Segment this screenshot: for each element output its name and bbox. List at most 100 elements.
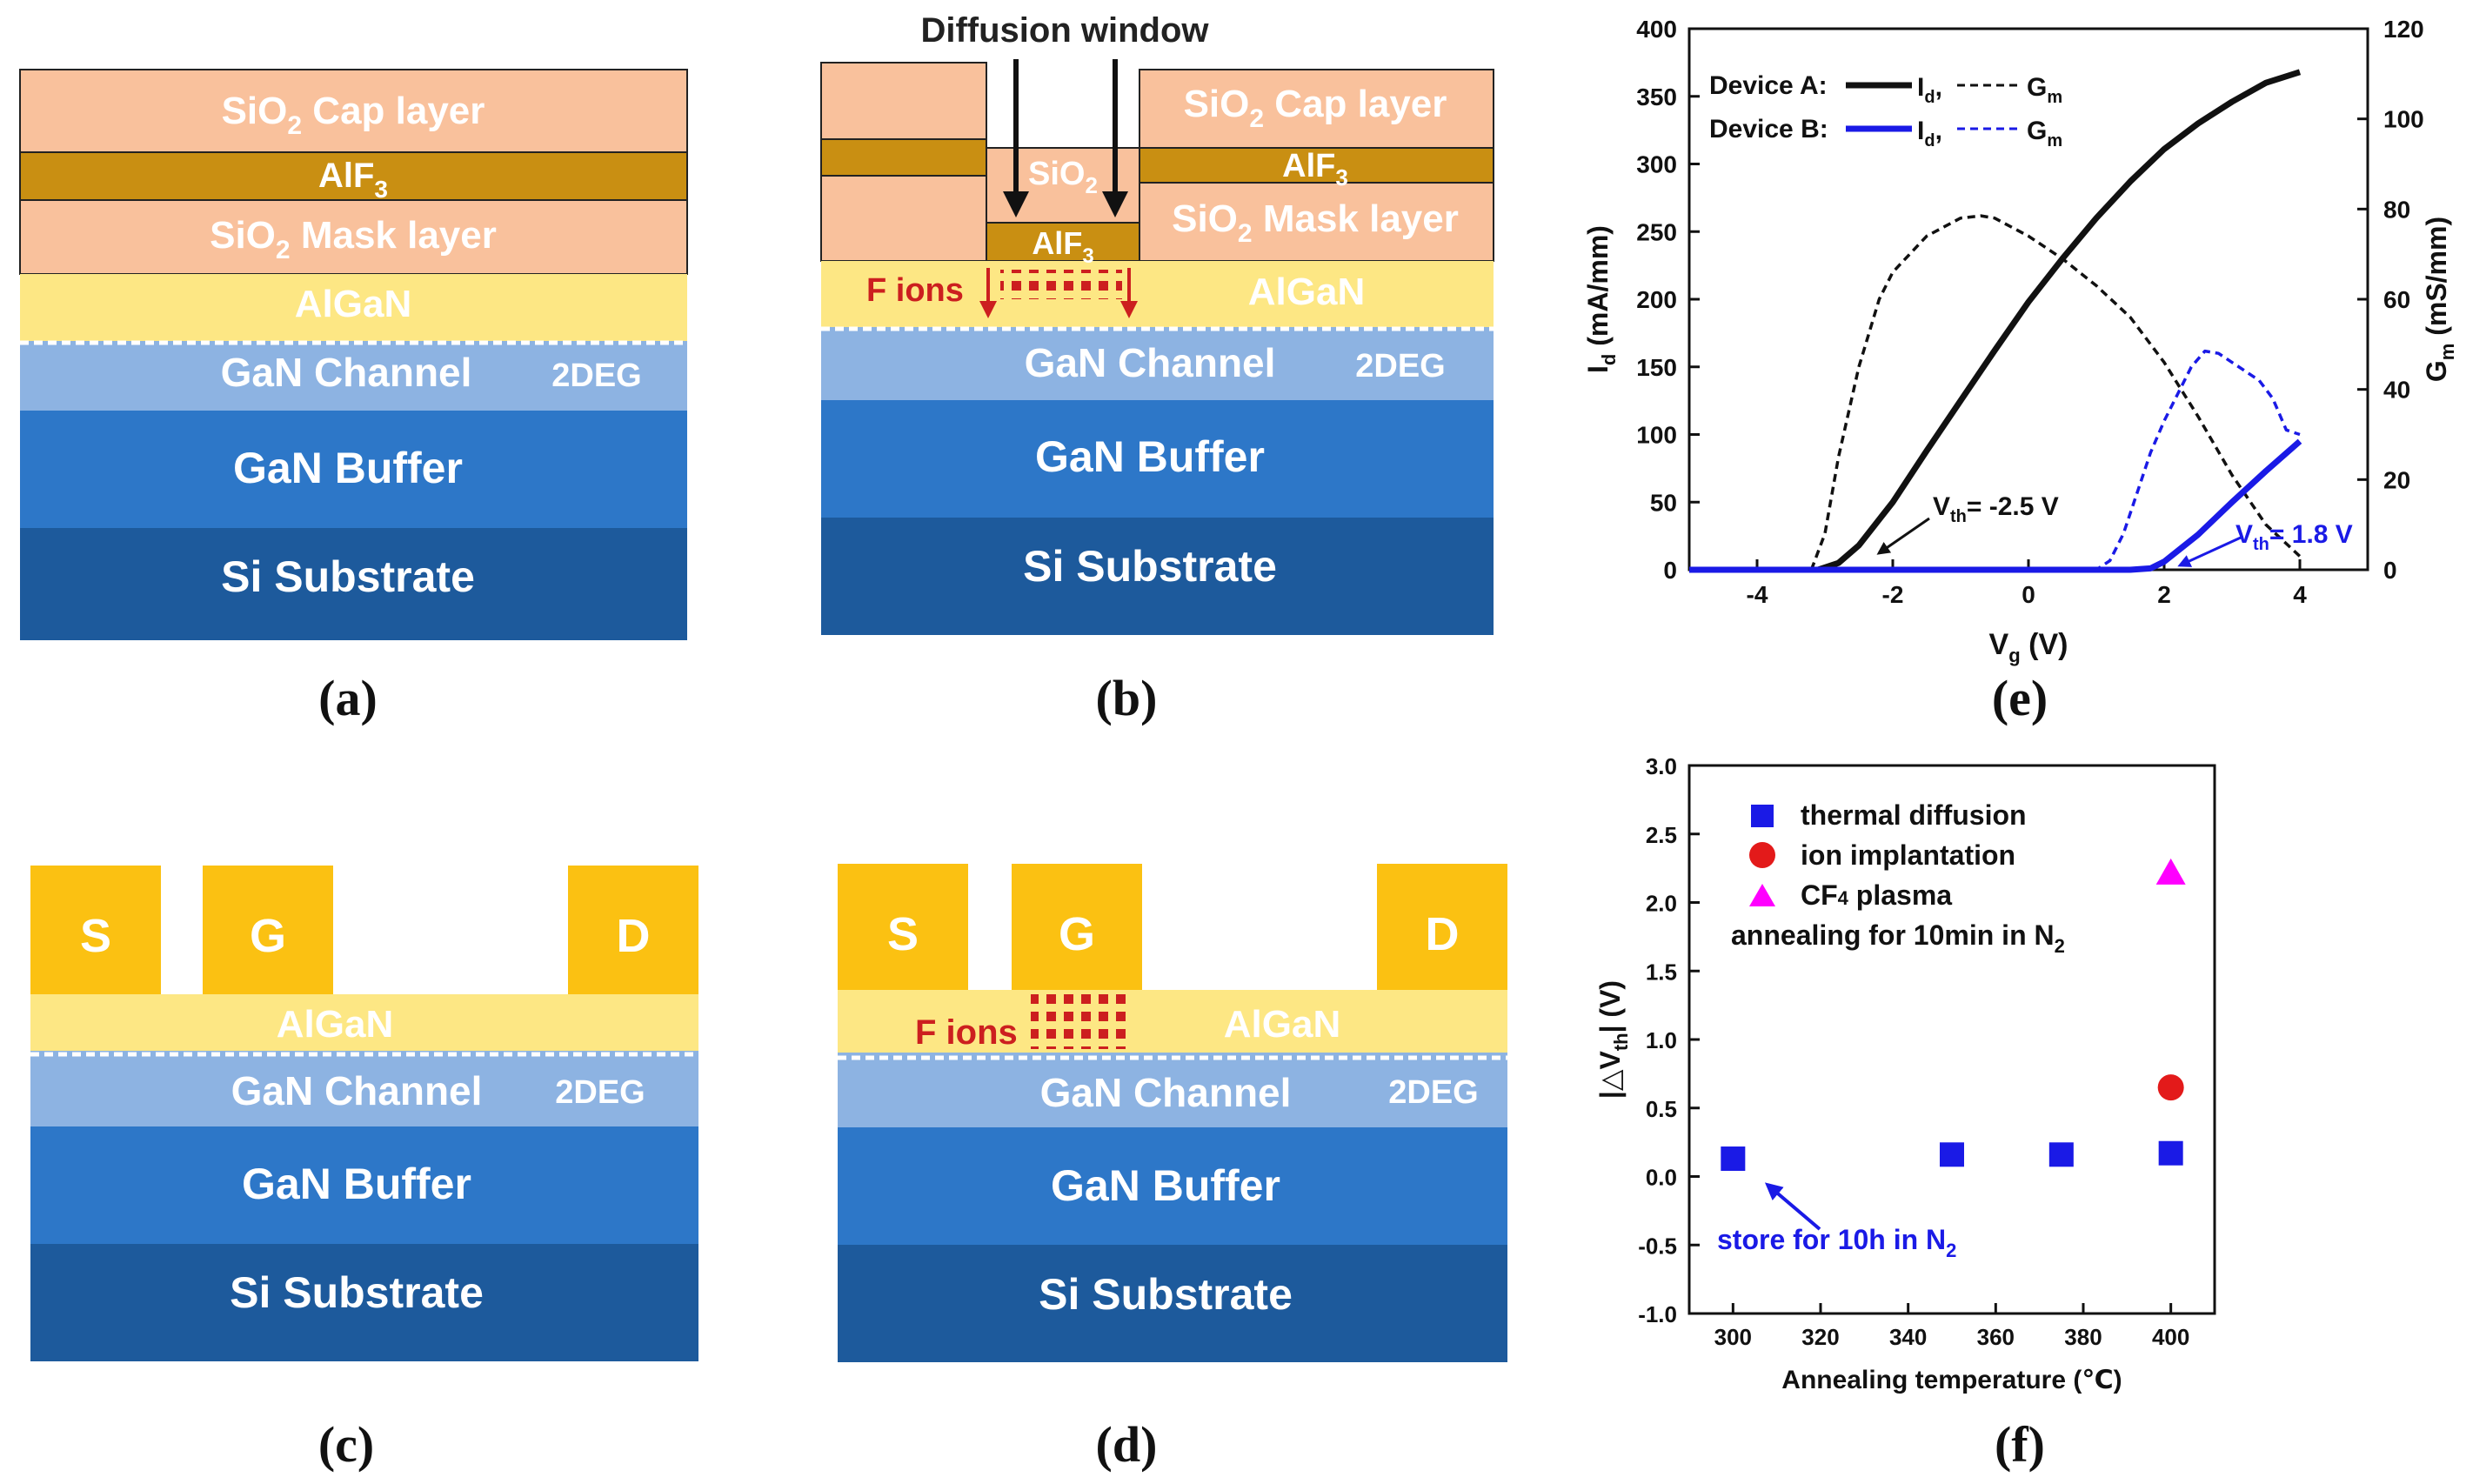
panel-label-c: (c) [318,1416,374,1473]
legend-a-id: Id, [1917,73,1942,107]
panel-label-d: (d) [1096,1416,1158,1473]
label-gan-channel-b: GaN Channel [1025,340,1276,385]
right-alf3 [1139,147,1494,184]
y-tick-label: 0.5 [1646,1096,1677,1122]
point-ion [2157,1074,2184,1101]
label-algan-c: AlGaN [277,1003,393,1046]
si-substrate-d [838,1245,1507,1362]
y-right-tick-label: 60 [2383,286,2410,313]
y-tick-label: -1.0 [1638,1301,1677,1327]
y-tick-label: 1.5 [1646,959,1677,985]
label-alf3-b: AlF3 [1282,148,1348,191]
y-left-tick-label: 200 [1636,286,1677,313]
label-sio2-mask-b: SiO2 Mask layer [1172,197,1459,248]
panel-label-b: (b) [1096,670,1158,726]
y-left-tick-label: 250 [1636,218,1677,245]
chart-e-legend: Device A: Id, Gm Device B: Id, Gm [1709,71,2062,150]
legend-cf4-marker [1749,884,1775,906]
legend-thermal: thermal diffusion [1801,799,2027,831]
vth-a-arrow [1876,517,1930,555]
chart-f-xlabel: Annealing temperature (℃) [1781,1366,2122,1394]
y-left-tick-label: 100 [1636,422,1677,449]
x-tick-label: 320 [1801,1324,1839,1350]
panel-b: F ions Diffusion window SiO2 AlF3 SiO2 C… [820,11,1494,726]
chart-e-ylabel-right: Gm (mS/mm) [2421,217,2458,382]
left-alf3 [820,138,987,177]
algan-layer-b [821,261,1494,327]
label-gan-buffer-b: GaN Buffer [1035,432,1265,481]
y-left-tick-label: 400 [1636,16,1677,43]
label-sio2-cap: SiO2 Cap layer [222,90,485,140]
point-thermal [2048,1142,2074,1167]
label-window-sio2: SiO2 [1028,156,1098,198]
gan-channel-b [821,327,1494,400]
label-sio2-cap-b: SiO2 Cap layer [1184,83,1447,133]
legend-a-gm: Gm [2027,73,2062,107]
point-thermal [2158,1140,2183,1166]
y-tick-label: 0.0 [1646,1165,1677,1191]
label-gan-buffer: GaN Buffer [233,444,463,492]
label-drain-d: D [1426,908,1460,960]
legend-ion-marker [1749,842,1775,868]
label-source-c: S [80,910,111,962]
label-gan-buffer-c: GaN Buffer [242,1160,471,1208]
label-diffusion-window: Diffusion window [920,11,1209,50]
label-2deg: 2DEG [551,358,641,394]
panel-label-a: (a) [318,670,378,726]
algan-layer [20,274,687,341]
series-line-2 [1689,438,2302,573]
right-sio2-cap [1139,69,1494,149]
x-tick-label: 360 [1977,1324,2015,1350]
x-tick-label: 340 [1889,1324,1927,1350]
drain-contact-c [568,866,698,1009]
y-right-tick-label: 120 [2383,16,2424,43]
point-cf4 [2155,858,2186,885]
label-sio2-mask: SiO2 Mask layer [210,214,497,264]
label-drain-c: D [617,910,651,962]
label-gan-channel: GaN Channel [221,350,472,395]
panel-label-e: (e) [1992,670,2048,726]
legend-ion: ion implantation [1801,839,2015,871]
label-gan-channel-c: GaN Channel [231,1068,483,1113]
label-algan: AlGaN [295,283,411,325]
panel-label-f: (f) [1995,1416,2045,1473]
f-ions-region-b [1000,270,1122,299]
y-left-tick-label: 150 [1636,354,1677,381]
point-thermal [1940,1142,1964,1167]
chart-f-ylabel: |△Vth| (V) [1594,980,1632,1099]
y-right-tick-label: 100 [2383,106,2424,133]
legend-device-b: Device B: [1709,115,1828,144]
left-sio2-cap [820,62,987,140]
label-si-substrate: Si Substrate [221,552,475,601]
label-algan-d: AlGaN [1224,1003,1340,1046]
y-right-tick-label: 80 [2383,196,2410,223]
alf3-layer [19,151,688,201]
y-left-tick-label: 50 [1650,489,1677,516]
label-algan-b: AlGaN [1248,271,1365,313]
y-left-tick-label: 350 [1636,84,1677,110]
label-si-substrate-c: Si Substrate [230,1268,484,1317]
series-line-0 [1817,69,2302,573]
gan-channel-layer [20,341,687,411]
legend-thermal-marker [1751,805,1774,827]
si-substrate-layer [20,528,687,640]
store-annotation: store for 10h in N2 [1717,1224,1956,1261]
legend-b-id: Id, [1917,117,1942,150]
store-arrow [1764,1182,1821,1231]
legend-device-a: Device A: [1709,71,1828,100]
label-2deg-d: 2DEG [1388,1074,1478,1111]
y-tick-label: 2.5 [1646,822,1677,848]
panel-d: S G D F ions AlGaN GaN Channel 2DEG GaN … [838,864,1507,1473]
y-tick-label: 1.0 [1646,1027,1677,1053]
vth-b-label: Vth= 1.8 V [2235,520,2353,554]
legend-annealing: annealing for 10min in N2 [1731,919,2065,957]
x-tick-label: -2 [1882,581,1904,608]
gan-channel-c [30,1051,698,1126]
sio2-cap-layer [19,69,688,153]
x-tick-label: 400 [2152,1324,2189,1350]
x-tick-label: 0 [2022,581,2035,608]
legend-b-gm: Gm [2027,117,2062,150]
